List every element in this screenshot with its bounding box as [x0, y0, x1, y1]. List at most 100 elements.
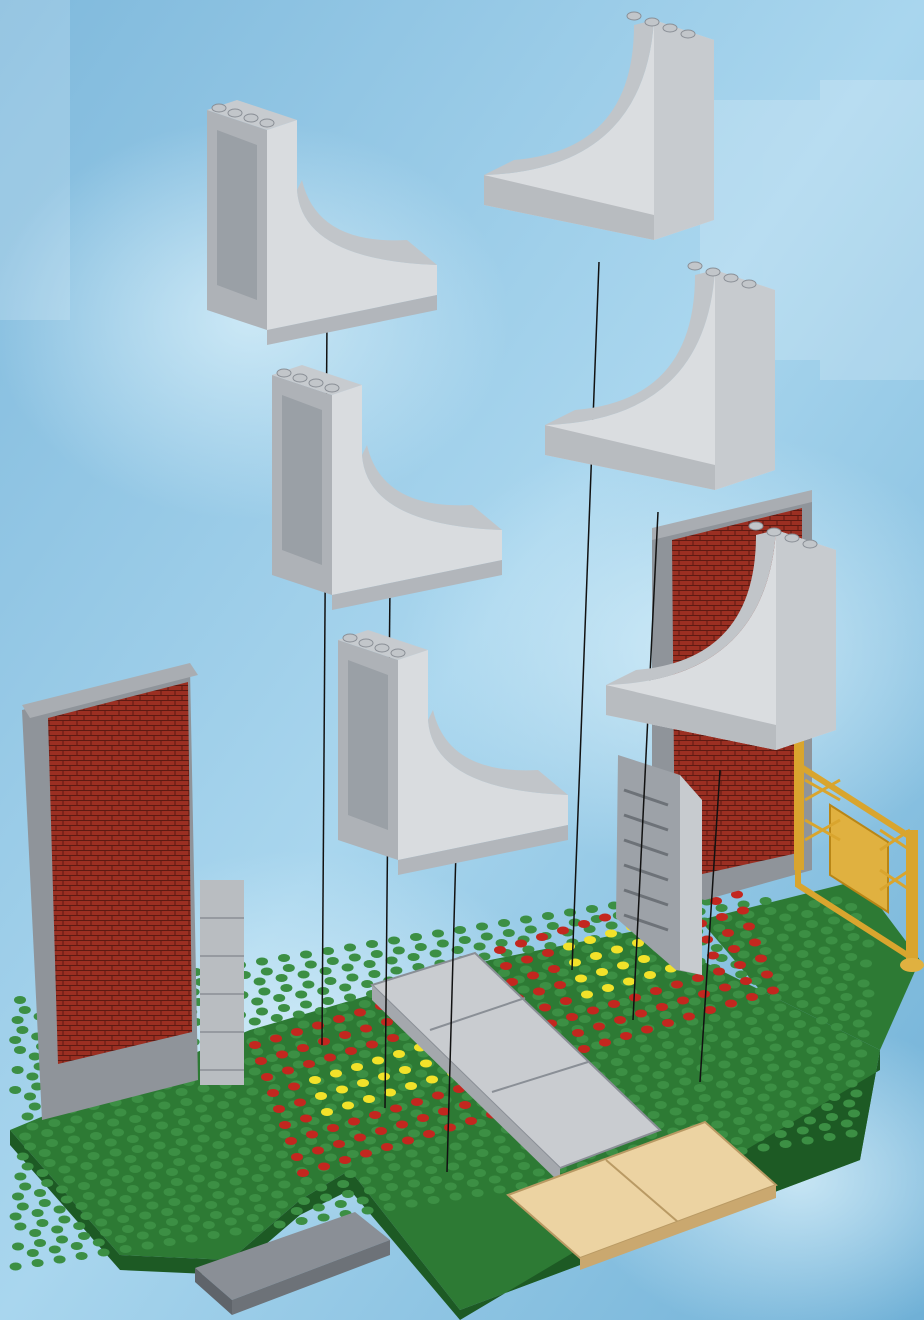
stud [239, 1148, 251, 1156]
stud [818, 997, 830, 1005]
stud [738, 951, 750, 959]
stud [26, 1073, 38, 1081]
stud [384, 1203, 396, 1211]
stud [699, 1094, 711, 1102]
stud [806, 920, 818, 928]
stud [368, 970, 380, 978]
stud [318, 1038, 330, 1046]
stud [836, 1033, 848, 1041]
stud [405, 1082, 417, 1090]
stud [575, 975, 587, 983]
stud [799, 930, 811, 938]
stud [862, 940, 874, 948]
stud [78, 1182, 90, 1190]
stud [85, 1172, 97, 1180]
stud [247, 1214, 259, 1222]
stud [278, 1131, 290, 1139]
stud [569, 959, 581, 967]
stud [736, 1097, 748, 1105]
stud [10, 1213, 22, 1221]
stud [234, 1138, 246, 1146]
stud [445, 1183, 457, 1191]
stud [112, 1129, 124, 1137]
stud [14, 1223, 26, 1231]
stud [202, 1095, 214, 1103]
stud [313, 1204, 325, 1212]
stud [102, 1209, 114, 1217]
stud [411, 1098, 423, 1106]
stud [677, 997, 689, 1005]
stud [831, 1073, 843, 1081]
stud [828, 1043, 840, 1051]
stud [80, 1162, 92, 1170]
stud [401, 1190, 413, 1198]
stud [293, 1011, 305, 1019]
stud [476, 923, 488, 931]
stud [27, 1249, 39, 1257]
stud [801, 910, 813, 918]
stud [454, 1153, 466, 1161]
stud [704, 1054, 716, 1062]
stud [574, 1005, 586, 1013]
stud [472, 1189, 484, 1197]
stud [749, 939, 761, 947]
stud [300, 1001, 312, 1009]
stud [339, 984, 351, 992]
stud [305, 1087, 317, 1095]
stud [533, 1169, 545, 1177]
stud [300, 1115, 312, 1123]
stud [804, 1117, 816, 1125]
stud [254, 1154, 266, 1162]
stud [525, 926, 537, 934]
stud [437, 1116, 449, 1124]
stud [276, 1051, 288, 1059]
stud [772, 974, 784, 982]
stud [203, 1221, 215, 1229]
stud [682, 1058, 694, 1066]
stud [716, 913, 728, 921]
stud [354, 1009, 366, 1017]
stud [552, 1009, 564, 1017]
stud [846, 1130, 858, 1138]
stud [256, 1184, 268, 1192]
stud [325, 1154, 337, 1162]
stud [58, 1216, 70, 1224]
stud [381, 1047, 393, 1055]
stud [173, 1108, 185, 1116]
stud [34, 1189, 46, 1197]
stud [515, 940, 527, 948]
stud [10, 1263, 22, 1271]
stud [291, 1028, 303, 1036]
stud [737, 907, 749, 915]
stud [371, 950, 383, 958]
stud [408, 1130, 420, 1138]
stud [723, 1071, 735, 1079]
stud [860, 960, 872, 968]
stud [146, 1152, 158, 1160]
stud [770, 994, 782, 1002]
stud [293, 1187, 305, 1195]
stud [762, 1104, 774, 1112]
stud [278, 1181, 290, 1189]
stud [767, 987, 779, 995]
stud [662, 1041, 674, 1049]
stud [454, 926, 466, 934]
stud [9, 1086, 21, 1094]
stud [728, 945, 740, 953]
stud [469, 1159, 481, 1167]
stud [193, 1125, 205, 1133]
stud [273, 1105, 285, 1113]
stud [823, 957, 835, 965]
stud [489, 1176, 501, 1184]
stud [779, 964, 791, 972]
stud [721, 1041, 733, 1049]
stud [706, 1034, 718, 1042]
stud [333, 1015, 345, 1023]
stud [190, 1145, 202, 1153]
stud [51, 1226, 63, 1234]
stud [239, 1098, 251, 1106]
stud [9, 1036, 21, 1044]
stud [718, 1111, 730, 1119]
stud [100, 1229, 112, 1237]
stud [339, 1156, 351, 1164]
